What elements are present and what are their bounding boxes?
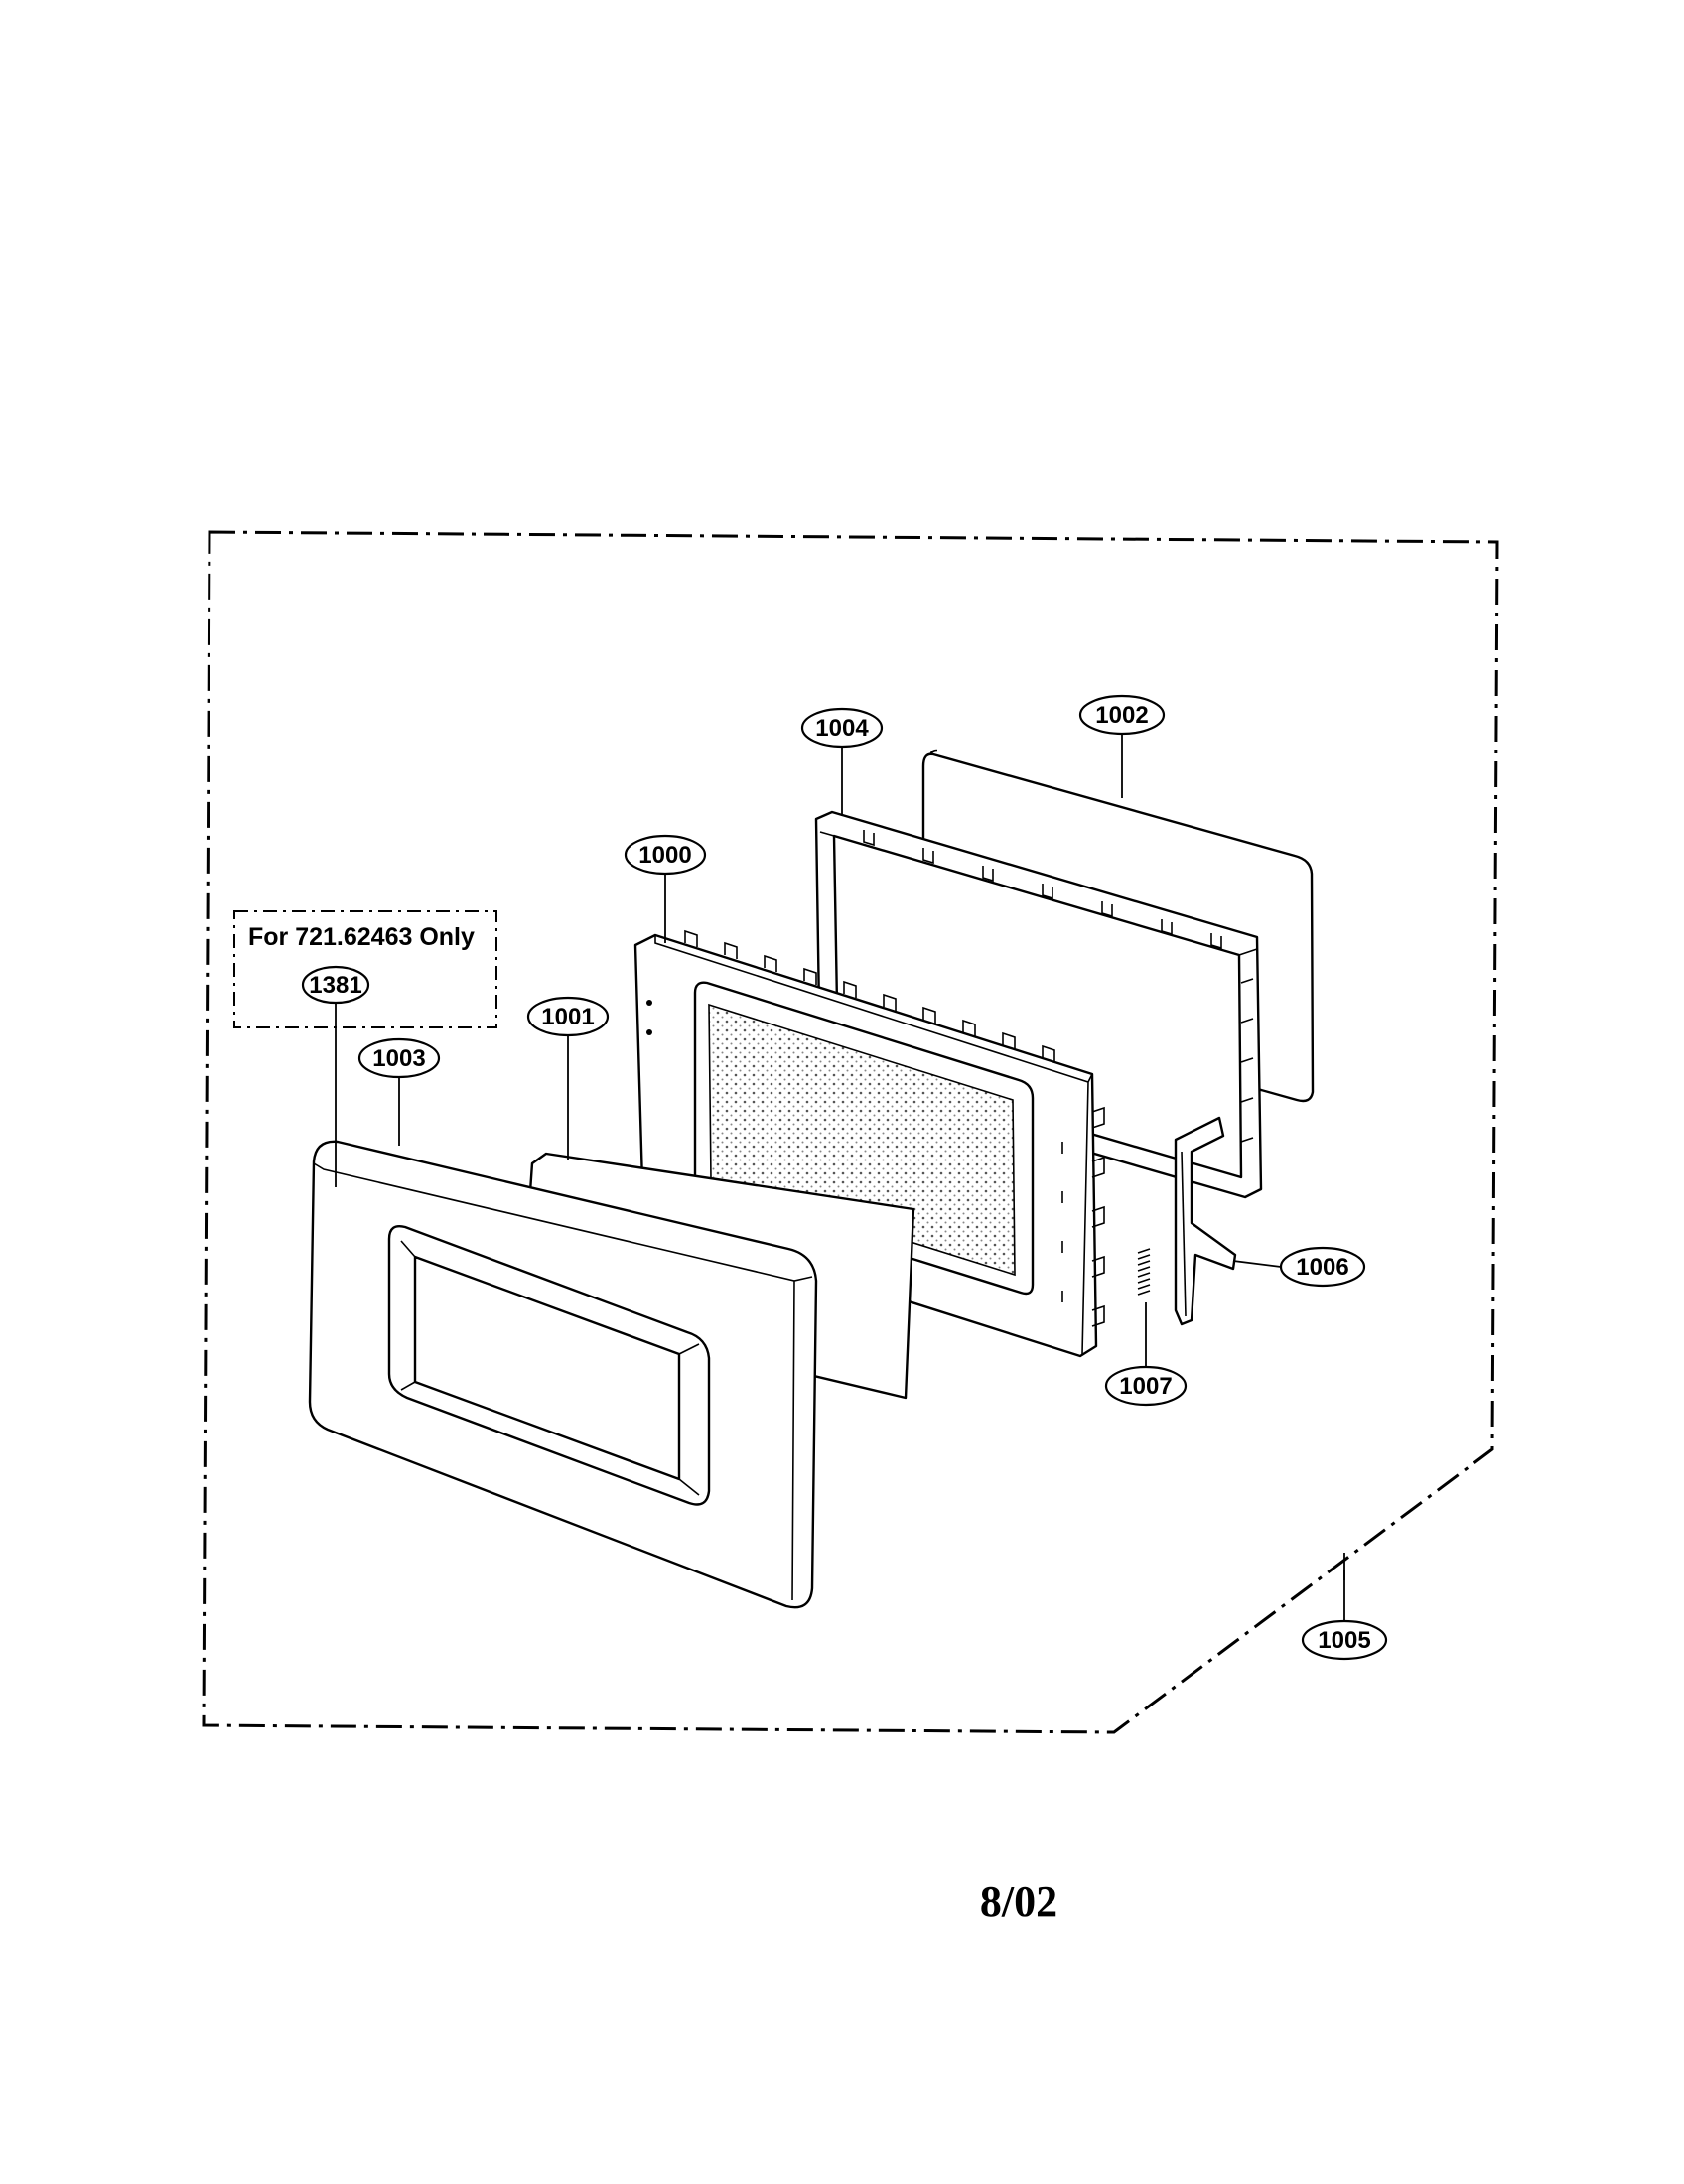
- leader-lines: [335, 735, 1345, 1580]
- footer-date: 8/02: [980, 1877, 1057, 1926]
- callout-1005: 1005: [1301, 1619, 1388, 1661]
- callout-1001: 1001: [526, 996, 610, 1037]
- callout-1003: 1003: [357, 1037, 441, 1079]
- svg-text:1005: 1005: [1318, 1627, 1370, 1654]
- note-text: For 721.62463 Only: [248, 923, 475, 951]
- svg-text:1381: 1381: [309, 972, 361, 999]
- callout-1007: 1007: [1104, 1365, 1188, 1407]
- callout-1002: 1002: [1078, 694, 1166, 736]
- note-box: For 721.62463 Only: [233, 910, 497, 1028]
- svg-text:1006: 1006: [1296, 1254, 1348, 1281]
- svg-text:1000: 1000: [638, 842, 691, 869]
- callout-1381: 1381: [301, 965, 370, 1005]
- assembly-boundary: [202, 530, 1499, 1734]
- svg-text:1004: 1004: [815, 715, 869, 742]
- svg-text:1001: 1001: [541, 1004, 594, 1030]
- svg-text:1003: 1003: [372, 1045, 425, 1072]
- part-1007-spring: [1137, 1248, 1151, 1296]
- svg-text:1007: 1007: [1119, 1373, 1172, 1400]
- callout-1004: 1004: [800, 707, 884, 749]
- part-1003-door-cover: [308, 1140, 818, 1609]
- callout-1006: 1006: [1279, 1246, 1366, 1288]
- svg-text:1002: 1002: [1095, 702, 1148, 729]
- callout-1000: 1000: [624, 834, 707, 876]
